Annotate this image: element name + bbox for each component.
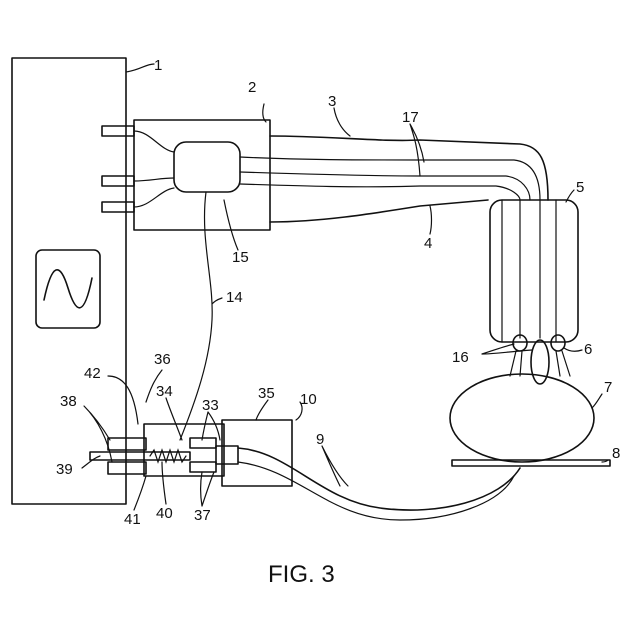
reference-numerals: 1 2 3 17 5 4 15 14 6 16 7 8 9 10 35 36 4… [56,57,620,528]
label-36: 36 [154,351,171,368]
label-17: 17 [402,109,419,126]
label-34: 34 [156,383,173,400]
label-40: 40 [156,505,173,522]
label-14: 14 [226,289,243,306]
label-37: 37 [194,507,211,524]
label-7: 7 [604,379,612,396]
sine-wave-icon [44,270,92,308]
label-1: 1 [154,57,162,74]
label-3: 3 [328,93,336,110]
label-10: 10 [300,391,317,408]
label-39: 39 [56,461,73,478]
label-2: 2 [248,79,256,96]
console-connectors [102,126,134,212]
label-15: 15 [232,249,249,266]
label-6: 6 [584,341,592,358]
label-5: 5 [576,179,584,196]
label-38: 38 [60,393,77,410]
target-tissue [450,374,594,462]
leader-lines [82,64,608,510]
label-4: 4 [424,235,432,252]
cable-9 [238,448,520,510]
label-41: 41 [124,511,141,528]
figure-caption: FIG. 3 [268,561,335,588]
label-9: 9 [316,431,324,448]
label-33: 33 [202,397,219,414]
label-42: 42 [84,365,101,382]
distribution-block [490,200,578,342]
label-16: 16 [452,349,469,366]
label-8: 8 [612,445,620,462]
label-35: 35 [258,385,275,402]
inner-module [174,142,240,192]
hub-box [134,120,270,230]
